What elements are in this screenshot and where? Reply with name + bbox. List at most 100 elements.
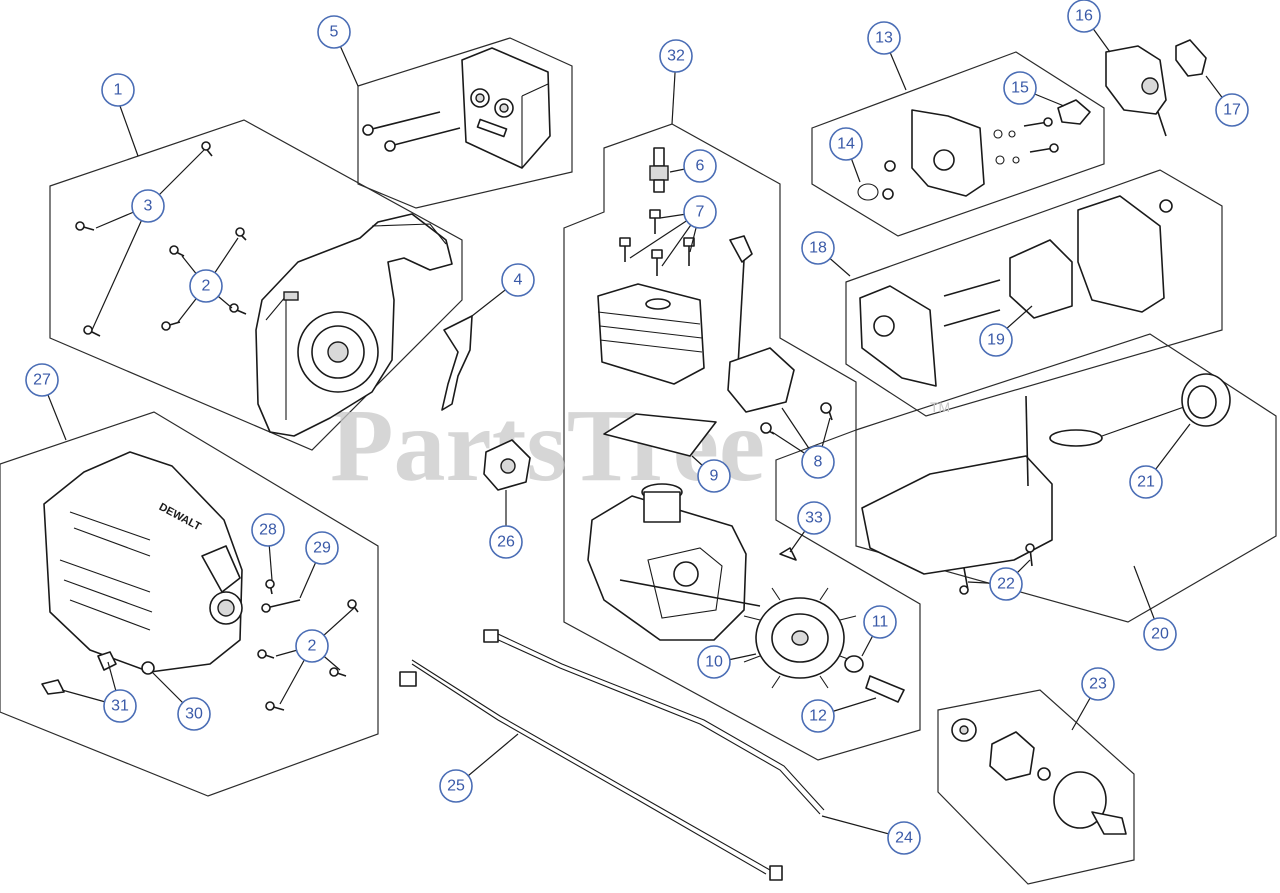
- callout-29[interactable]: 29: [305, 531, 339, 565]
- callout-circle: [683, 149, 717, 183]
- part-drawings: DEWALT: [41, 39, 1231, 881]
- key-drawing: [779, 547, 797, 561]
- callout-15[interactable]: 15: [1003, 71, 1037, 105]
- callout-24[interactable]: 24: [887, 821, 921, 855]
- callout-number: 18: [809, 240, 827, 257]
- housing-bolts-drawing: [257, 579, 359, 711]
- callout-number: 10: [705, 654, 723, 671]
- callout-circle: [887, 821, 921, 855]
- pin-drawing: [865, 675, 905, 703]
- callout-number: 2: [202, 278, 211, 295]
- callout-number: 4: [514, 272, 523, 289]
- callout-circle: [295, 629, 329, 663]
- gasket-drawing: [603, 413, 717, 457]
- callout-circle: [659, 39, 693, 73]
- callout-17[interactable]: 17: [1215, 93, 1249, 127]
- callout-25[interactable]: 25: [439, 769, 473, 803]
- flywheel-drawing: [743, 587, 857, 689]
- clutch-drawing: [951, 718, 1127, 835]
- callout-6[interactable]: 6: [683, 149, 717, 183]
- callout-1[interactable]: 1: [101, 73, 135, 107]
- callout-30[interactable]: 30: [177, 697, 211, 731]
- callout-circle: [1081, 667, 1115, 701]
- callout-circle: [131, 189, 165, 223]
- callout-number: 15: [1011, 80, 1029, 97]
- carburetor-drawing: [1105, 45, 1167, 137]
- callout-number: 9: [710, 468, 719, 485]
- group-20-fuel-tank: [855, 333, 1277, 623]
- callout-20[interactable]: 20: [1143, 617, 1177, 651]
- muffler-drawing: [362, 47, 551, 169]
- callout-7[interactable]: 7: [683, 195, 717, 229]
- callout-number: 29: [313, 540, 331, 557]
- callout-16[interactable]: 16: [1067, 0, 1101, 33]
- snap-ring-drawing: [857, 183, 879, 201]
- callout-22[interactable]: 22: [989, 567, 1023, 601]
- spark-plug-drawing: [649, 147, 669, 193]
- callout-2[interactable]: 2: [295, 629, 329, 663]
- callout-28[interactable]: 28: [251, 513, 285, 547]
- callout-circle: [305, 531, 339, 565]
- callout-33[interactable]: 33: [797, 501, 831, 535]
- watermark: PartsTree TM: [330, 388, 950, 503]
- callout-number: 33: [805, 510, 823, 527]
- callout-31[interactable]: 31: [103, 689, 137, 723]
- callout-4[interactable]: 4: [501, 263, 535, 297]
- callout-32[interactable]: 32: [659, 39, 693, 73]
- callout-circle: [177, 697, 211, 731]
- callout-11[interactable]: 11: [863, 605, 897, 639]
- callout-circle: [1129, 465, 1163, 499]
- callout-21[interactable]: 21: [1129, 465, 1163, 499]
- callout-circle: [801, 699, 835, 733]
- callout-27[interactable]: 27: [25, 363, 59, 397]
- callout-number: 7: [696, 204, 705, 221]
- crankcase-drawing: [587, 483, 761, 641]
- callout-9[interactable]: 9: [697, 459, 731, 493]
- callout-number: 11: [872, 614, 889, 631]
- callout-number: 14: [837, 136, 855, 153]
- callout-number: 5: [330, 24, 339, 41]
- callout-number: 16: [1075, 8, 1093, 25]
- callout-circle: [251, 513, 285, 547]
- callout-5[interactable]: 5: [317, 15, 351, 49]
- callout-number: 30: [185, 706, 203, 723]
- callout-3[interactable]: 3: [131, 189, 165, 223]
- callout-23[interactable]: 23: [1081, 667, 1115, 701]
- callout-number: 27: [33, 372, 51, 389]
- carb-adapter-drawing: [882, 109, 1059, 200]
- callout-number: 6: [696, 158, 705, 175]
- callout-12[interactable]: 12: [801, 699, 835, 733]
- group-5-muffler: [357, 37, 573, 209]
- callout-circle: [697, 645, 731, 679]
- callout-number: 3: [144, 198, 153, 215]
- cylinder-drawing: [597, 283, 705, 385]
- callout-number: 32: [667, 48, 685, 65]
- starter-bolts-drawing: [75, 141, 247, 337]
- guard-plate-drawing: [441, 315, 473, 411]
- callout-13[interactable]: 13: [867, 21, 901, 55]
- callout-circle: [867, 21, 901, 55]
- callout-2[interactable]: 2: [189, 269, 223, 303]
- washer-drawing: [844, 655, 864, 673]
- callout-circle: [863, 605, 897, 639]
- callout-number: 31: [111, 698, 129, 715]
- callout-10[interactable]: 10: [697, 645, 731, 679]
- callout-circle: [801, 231, 835, 265]
- callout-circle: [797, 501, 831, 535]
- callout-number: 20: [1151, 626, 1169, 643]
- callout-circle: [189, 269, 223, 303]
- callout-circle: [989, 567, 1023, 601]
- callout-18[interactable]: 18: [801, 231, 835, 265]
- callout-14[interactable]: 14: [829, 127, 863, 161]
- cables-drawing: [399, 629, 825, 881]
- callout-circle: [317, 15, 351, 49]
- callout-19[interactable]: 19: [979, 323, 1013, 357]
- cylinder-bolts-drawing: [619, 209, 695, 276]
- group-1-starter: [49, 119, 463, 451]
- group-32-engine: [563, 123, 921, 761]
- callout-circle: [829, 127, 863, 161]
- callout-26[interactable]: 26: [489, 525, 523, 559]
- callout-8[interactable]: 8: [801, 445, 835, 479]
- carb-gasket-drawing: [1057, 99, 1091, 125]
